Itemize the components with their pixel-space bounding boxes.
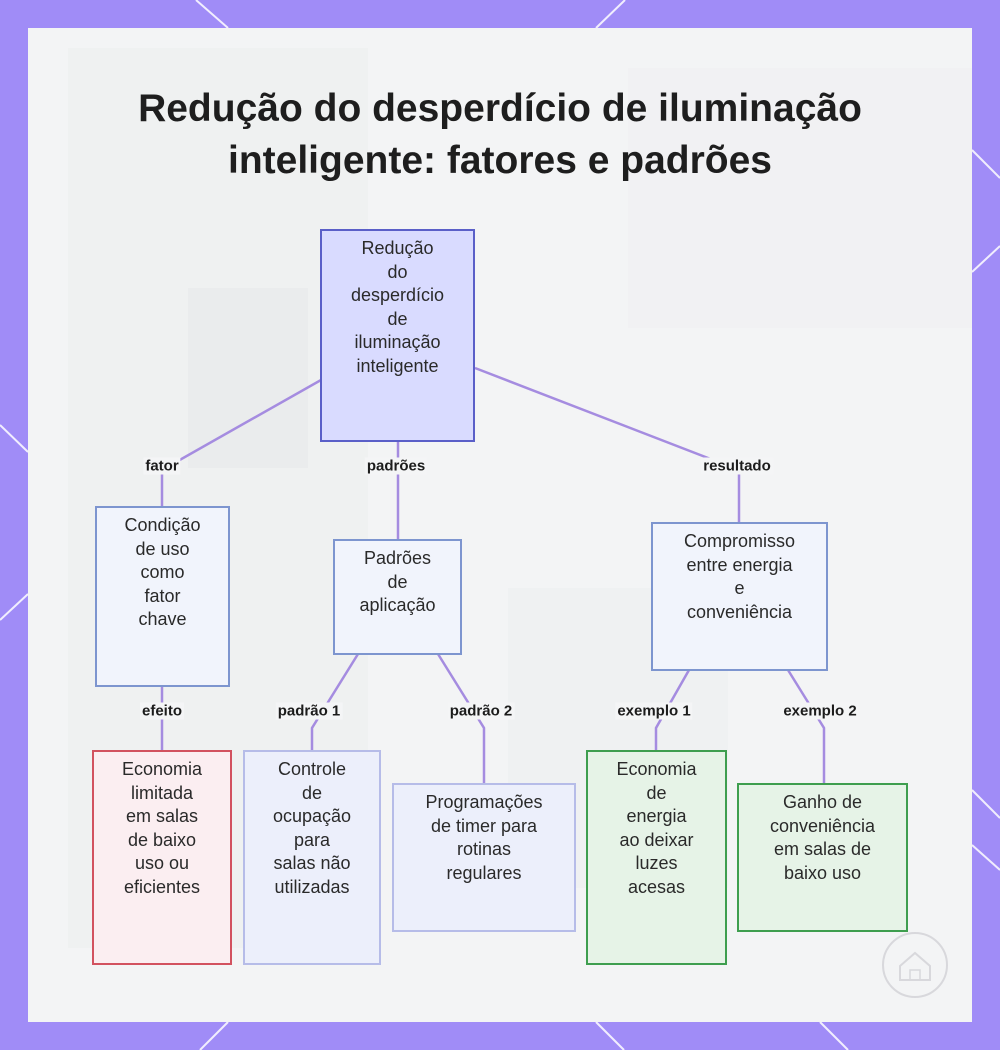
node-padroes: Padrões de aplicação [333, 539, 462, 655]
edge-label-padrao-2: padrão 2 [447, 702, 515, 720]
node-controle-text: Controle de ocupação para salas não util… [272, 759, 352, 897]
node-compromisso-text: Compromisso entre energia e conveniência [683, 531, 796, 622]
node-condicao: Condição de uso como fator chave [95, 506, 230, 687]
node-compromisso: Compromisso entre energia e conveniência [651, 522, 828, 671]
title-line-1: Redução do desperdício de iluminação [138, 87, 862, 130]
node-economia-energia: Economia de energia ao deixar luzes aces… [586, 750, 727, 965]
home-icon [882, 932, 948, 998]
node-economia-limitada-text: Economia limitada em salas de baixo uso … [121, 759, 203, 897]
node-economia-energia-text: Economia de energia ao deixar luzes aces… [616, 759, 697, 897]
edge-label-exemplo-2: exemplo 2 [781, 702, 859, 720]
edge-label-padrao-1: padrão 1 [275, 702, 343, 720]
title-line-2: inteligente: fatores e padrões [228, 139, 772, 182]
node-root-text: Redução do desperdício de iluminação int… [350, 238, 445, 376]
edge-label-padroes: padrões [364, 457, 428, 475]
node-condicao-text: Condição de uso como fator chave [124, 515, 201, 629]
edge-label-fator: fator [143, 457, 181, 475]
page-title: Redução do desperdício de iluminação int… [28, 83, 972, 187]
node-programacoes-text: Programações de timer para rotinas regul… [425, 792, 543, 883]
node-controle: Controle de ocupação para salas não util… [243, 750, 381, 965]
edge-label-exemplo-1: exemplo 1 [615, 702, 693, 720]
node-padroes-text: Padrões de aplicação [359, 548, 436, 615]
edge-label-efeito: efeito [139, 702, 185, 720]
node-root: Redução do desperdício de iluminação int… [320, 229, 475, 442]
node-ganho: Ganho de conveniência em salas de baixo … [737, 783, 908, 932]
node-economia-limitada: Economia limitada em salas de baixo uso … [92, 750, 232, 965]
edge-label-resultado: resultado [701, 457, 773, 475]
diagram-card: Redução do desperdício de iluminação int… [28, 28, 972, 1022]
node-programacoes: Programações de timer para rotinas regul… [392, 783, 576, 932]
node-ganho-text: Ganho de conveniência em salas de baixo … [769, 792, 876, 883]
